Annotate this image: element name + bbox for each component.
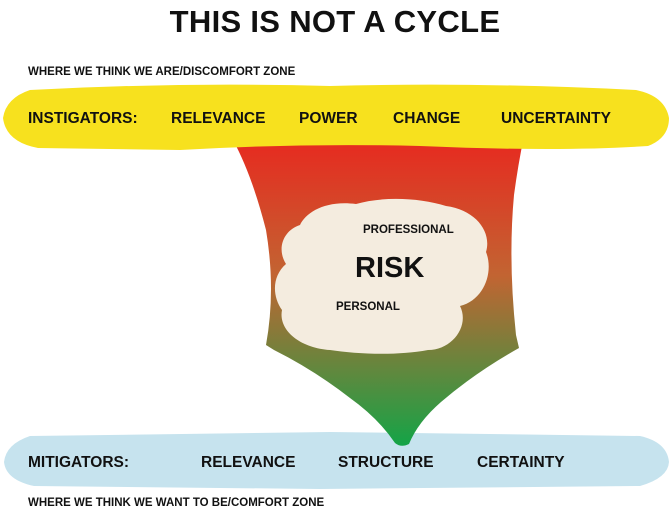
instigators-band xyxy=(3,84,669,150)
instigator-item: RELEVANCE xyxy=(171,110,266,127)
mitigator-item: RELEVANCE xyxy=(201,454,296,471)
risk-professional-label: PROFESSIONAL xyxy=(363,224,454,236)
comfort-zone-caption: WHERE WE THINK WE WANT TO BE/COMFORT ZON… xyxy=(28,497,325,509)
instigator-item: UNCERTAINTY xyxy=(501,110,611,127)
instigator-item: CHANGE xyxy=(393,110,461,127)
page-title: THIS IS NOT A CYCLE xyxy=(169,4,501,39)
risk-personal-label: PERSONAL xyxy=(336,301,400,313)
mitigators-label: MITIGATORS: xyxy=(28,454,130,471)
mitigators-band xyxy=(4,432,669,489)
instigator-item: POWER xyxy=(299,110,358,127)
discomfort-zone-caption: WHERE WE THINK WE ARE/DISCOMFORT ZONE xyxy=(28,66,296,78)
risk-label: RISK xyxy=(355,252,425,284)
mitigator-item: CERTAINTY xyxy=(477,454,565,471)
mitigator-item: STRUCTURE xyxy=(338,454,434,471)
risk-cloud xyxy=(274,198,489,354)
instigators-label: INSTIGATORS: xyxy=(28,110,138,127)
